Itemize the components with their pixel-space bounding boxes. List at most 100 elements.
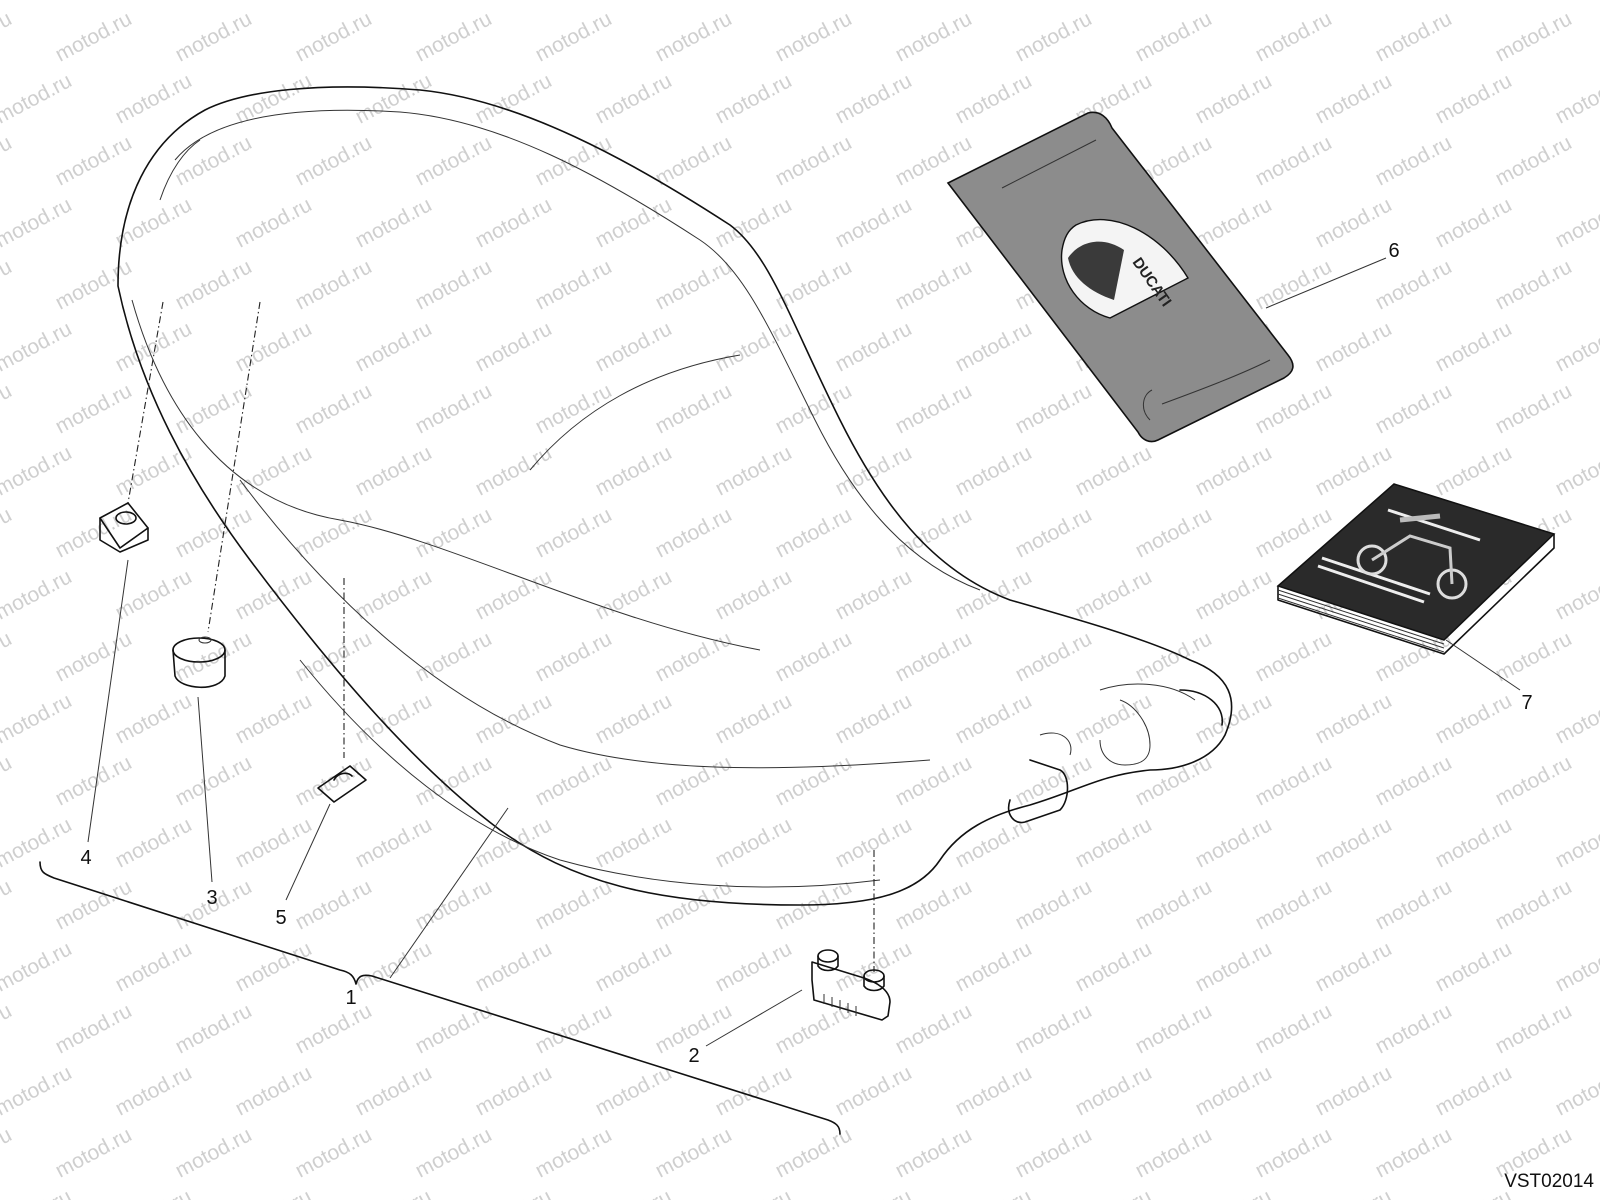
watermark-text: motod.ru (292, 255, 376, 314)
watermark-text: motod.ru (652, 1123, 736, 1182)
watermark-text: motod.ru (1072, 813, 1156, 872)
watermark-text: motod.ru (112, 1061, 196, 1120)
watermark-text: motod.ru (112, 689, 196, 748)
watermark-text: motod.ru (1072, 1061, 1156, 1120)
watermark-text: motod.ru (1312, 441, 1396, 500)
callout-1: 1 (345, 987, 356, 1009)
watermark-text: motod.ru (712, 1185, 796, 1200)
watermark-text: motod.ru (232, 689, 316, 748)
watermark-text: motod.ru (172, 627, 256, 686)
watermark-text: motod.ru (1252, 7, 1336, 66)
watermark-text: motod.ru (1372, 7, 1456, 66)
watermark-text: motod.ru (532, 751, 616, 810)
watermark-text: motod.ru (52, 7, 136, 66)
watermark-text: motod.ru (412, 627, 496, 686)
watermark-text: motod.ru (892, 627, 976, 686)
watermark-text: motod.ru (0, 379, 16, 438)
watermark-text: motod.ru (1492, 379, 1576, 438)
watermark-text: motod.ru (0, 1185, 76, 1200)
watermark-text: motod.ru (1192, 69, 1276, 128)
watermark-text: motod.ru (0, 937, 76, 996)
watermark-text: motod.ru (1492, 627, 1576, 686)
watermark-text: motod.ru (352, 813, 436, 872)
watermark-text: motod.ru (352, 193, 436, 252)
watermark-text: motod.ru (832, 1061, 916, 1120)
watermark-text: motod.ru (532, 1123, 616, 1182)
watermark-text: motod.ru (472, 937, 556, 996)
watermark-text: motod.ru (412, 999, 496, 1058)
watermark-text: motod.ru (1192, 565, 1276, 624)
booklet-wheel-icon (1356, 544, 1388, 576)
watermark-text: motod.ru (1132, 1123, 1216, 1182)
watermark-text: motod.ru (892, 1123, 976, 1182)
watermark-text: motod.ru (1132, 503, 1216, 562)
watermark-text: motod.ru (232, 69, 316, 128)
watermark-text: motod.ru (1312, 193, 1396, 252)
watermark-text: motod.ru (352, 1185, 436, 1200)
watermark-text: motod.ru (832, 689, 916, 748)
watermark-text: motod.ru (0, 1123, 16, 1182)
watermark-text: motod.ru (0, 627, 16, 686)
watermark-text: motod.ru (712, 937, 796, 996)
watermark-text: motod.ru (292, 875, 376, 934)
watermark-text: motod.ru (712, 1061, 796, 1120)
watermark-text: motod.ru (1552, 937, 1600, 996)
watermark-text: motod.ru (232, 317, 316, 376)
watermark-text: motod.ru (412, 1123, 496, 1182)
watermark-text: motod.ru (1552, 565, 1600, 624)
watermark-text: motod.ru (532, 379, 616, 438)
watermark-text: motod.ru (772, 627, 856, 686)
callout-4: 4 (80, 847, 91, 869)
watermark-text: motod.ru (772, 255, 856, 314)
watermark-text: motod.ru (472, 0, 556, 4)
watermark-text: motod.ru (1012, 751, 1096, 810)
watermark-text: motod.ru (0, 875, 16, 934)
watermark-text: motod.ru (1432, 1185, 1516, 1200)
watermark-text: motod.ru (772, 131, 856, 190)
watermark-text: motod.ru (652, 751, 736, 810)
cylindrical-bumper (172, 636, 226, 688)
watermark-text: motod.ru (1312, 69, 1396, 128)
watermark-text: motod.ru (0, 441, 76, 500)
watermark-text: motod.ru (0, 131, 16, 190)
watermark-text: motod.ru (352, 441, 436, 500)
watermark-text: motod.ru (472, 441, 556, 500)
watermark-text: motod.ru (0, 317, 76, 376)
watermark-text: motod.ru (1432, 937, 1516, 996)
watermark-text: motod.ru (472, 69, 556, 128)
watermark-text: motod.ru (952, 441, 1036, 500)
seat-drawing (117, 86, 1233, 906)
watermark-text: motod.ru (0, 69, 76, 128)
watermark-text: motod.ru (712, 317, 796, 376)
watermark-text: motod.ru (1252, 999, 1336, 1058)
watermark-text: motod.ru (712, 0, 796, 4)
watermark-text: motod.ru (1192, 689, 1276, 748)
watermark-text: motod.ru (232, 441, 316, 500)
watermark-text: motod.ru (592, 0, 676, 4)
watermark-text: motod.ru (1132, 627, 1216, 686)
watermark-text: motod.ru (0, 1061, 76, 1120)
watermark-text: motod.ru (712, 193, 796, 252)
watermark-text: motod.ru (592, 69, 676, 128)
watermark-text: motod.ru (292, 1123, 376, 1182)
watermark-text: motod.ru (412, 875, 496, 934)
watermark-text: motod.ru (232, 565, 316, 624)
watermark-text: motod.ru (1132, 999, 1216, 1058)
watermark-text: motod.ru (1252, 875, 1336, 934)
watermark-text: motod.ru (892, 751, 976, 810)
watermark-text: motod.ru (352, 937, 436, 996)
watermark-text: motod.ru (1432, 813, 1516, 872)
watermark-text: motod.ru (772, 751, 856, 810)
watermark-text: motod.ru (1492, 751, 1576, 810)
watermark-text: motod.ru (652, 627, 736, 686)
watermark-text: motod.ru (472, 689, 556, 748)
watermark-text: motod.ru (952, 1061, 1036, 1120)
watermark-text: motod.ru (172, 131, 256, 190)
assembly-brace (39, 861, 841, 1135)
watermark-text: motod.ru (1492, 875, 1576, 934)
watermark-text: motod.ru (0, 689, 76, 748)
watermark-text: motod.ru (592, 441, 676, 500)
watermark-text: motod.ru (412, 751, 496, 810)
watermark-text: motod.ru (1192, 937, 1276, 996)
watermark-text: motod.ru (172, 1123, 256, 1182)
